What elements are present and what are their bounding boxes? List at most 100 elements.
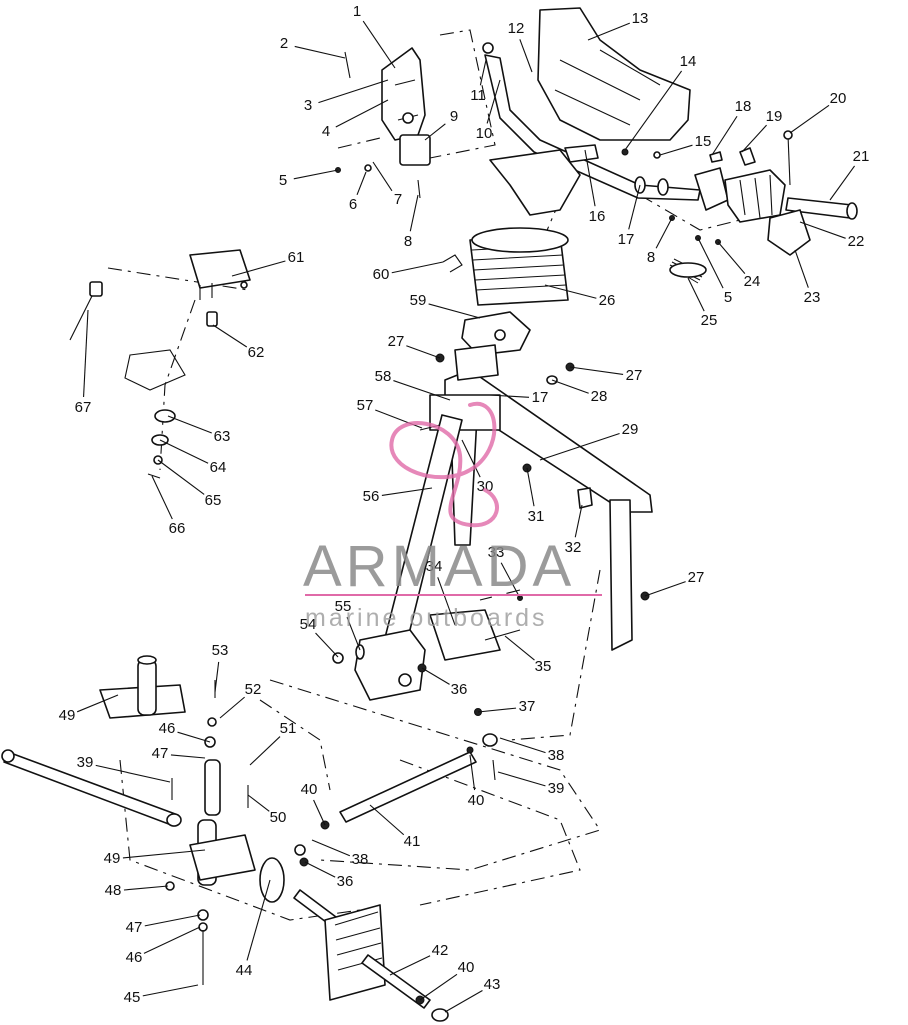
callout-leader-line (406, 345, 441, 359)
callout-number: 22 (848, 233, 865, 250)
callout-number: 28 (591, 388, 608, 405)
callout-leader-line (419, 973, 458, 1001)
callout-number: 21 (853, 148, 870, 165)
callout-number: 43 (484, 976, 501, 993)
assembly-reference-lines (107, 29, 781, 921)
callout-number: 11 (470, 87, 486, 104)
ribbed-cylinder (442, 227, 569, 356)
callout-leader-line (551, 379, 589, 394)
callout-number: 59 (410, 292, 427, 309)
callout-leader-line (231, 260, 286, 277)
callout-leader-line (569, 366, 624, 376)
callout-leader-line (151, 475, 173, 520)
callout-leader-line (409, 194, 419, 232)
watermark-tagline: marine outboards (305, 604, 548, 632)
callout-number: 24 (744, 273, 761, 290)
callout-number: 34 (426, 558, 443, 575)
callout-number: 32 (565, 539, 582, 556)
throttle-grip-assembly (669, 130, 858, 284)
callout-number: 48 (105, 882, 122, 899)
callout-leader-line (574, 504, 583, 538)
callout-number: 61 (288, 249, 305, 266)
callout-leader-line (372, 161, 393, 192)
callout-leader-line (214, 661, 220, 693)
callout-number: 38 (352, 851, 369, 868)
callout-number: 53 (212, 642, 229, 659)
callout-leader-line (479, 59, 487, 86)
callout-leader-line (167, 415, 212, 434)
callout-number: 55 (335, 598, 352, 615)
callout-leader-line (428, 303, 481, 319)
callout-leader-line (76, 694, 119, 713)
callout-number: 18 (735, 98, 752, 115)
callout-leader-line (304, 861, 336, 878)
callout-number: 58 (375, 368, 392, 385)
callout-leader-line (584, 149, 596, 207)
callout-leader-line (519, 39, 533, 73)
callout-number: 62 (248, 344, 265, 361)
callout-number: 37 (519, 698, 536, 715)
callout-leader-line (424, 123, 446, 141)
callout-number: 5 (279, 172, 287, 189)
callout-number: 40 (301, 781, 318, 798)
callout-number: 33 (488, 544, 505, 561)
callout-leader-line (444, 990, 483, 1013)
callout-number: 7 (394, 191, 402, 208)
callout-leader-line (144, 914, 201, 927)
callout-leader-line (356, 171, 367, 195)
callout-number: 39 (77, 754, 94, 771)
callout-leader-line (477, 707, 517, 713)
callout-number: 15 (695, 133, 712, 150)
callout-number: 38 (548, 747, 565, 764)
callout-leader-line (717, 241, 746, 274)
callout-leader-line (469, 754, 476, 791)
callout-number: 19 (766, 108, 783, 125)
callout-leader-line (587, 22, 631, 41)
callout-number: 35 (535, 658, 552, 675)
callout-number: 54 (300, 616, 317, 633)
callout-leader-line (711, 115, 738, 156)
callout-number: 57 (357, 397, 374, 414)
callout-leader-line (212, 324, 248, 348)
callout-number: 40 (458, 959, 475, 976)
callout-leader-line (526, 467, 535, 507)
callout-number: 50 (270, 809, 287, 826)
callout-number: 65 (205, 492, 222, 509)
callout-leader-line (369, 804, 405, 836)
callout-number: 36 (337, 873, 354, 890)
callout-leader-line (315, 632, 339, 658)
lower-linkage-assembly (1, 655, 498, 1022)
callout-leader-line (313, 799, 326, 826)
callout-leader-line (628, 184, 641, 230)
callout-leader-line (246, 879, 271, 961)
callout-leader-line (375, 409, 423, 429)
callout-leader-line (95, 764, 171, 783)
callout-number: 40 (468, 792, 485, 809)
callout-leader-line (381, 487, 433, 496)
callout-number: 66 (169, 520, 186, 537)
cable-bracket-assembly (69, 249, 251, 479)
callout-leader-line (799, 221, 846, 239)
callout-leader-line (159, 439, 209, 464)
watermark: ARMADA marine outboards (303, 401, 602, 632)
callout-number: 64 (210, 459, 227, 476)
callout-number: 60 (373, 266, 390, 283)
callout-number: 29 (622, 421, 639, 438)
callout-leader-line (249, 736, 281, 766)
callout-leader-line (143, 926, 201, 954)
callout-leader-line (311, 839, 351, 857)
callout-number: 56 (363, 488, 380, 505)
callout-leader-line (122, 849, 206, 859)
callout-number: 17 (532, 389, 549, 406)
watermark-brand: ARMADA (303, 534, 575, 599)
callout-leader-line (157, 459, 205, 495)
callout-number: 49 (59, 707, 76, 724)
callout-leader-lines (76, 20, 856, 1013)
callout-leader-line (247, 794, 270, 812)
callout-leader-line (539, 432, 620, 461)
callout-leader-line (421, 667, 450, 685)
callout-leader-line (489, 394, 530, 398)
callout-number: 67 (75, 399, 92, 416)
callout-leader-line (499, 737, 546, 754)
callout-leader-line (829, 165, 856, 201)
